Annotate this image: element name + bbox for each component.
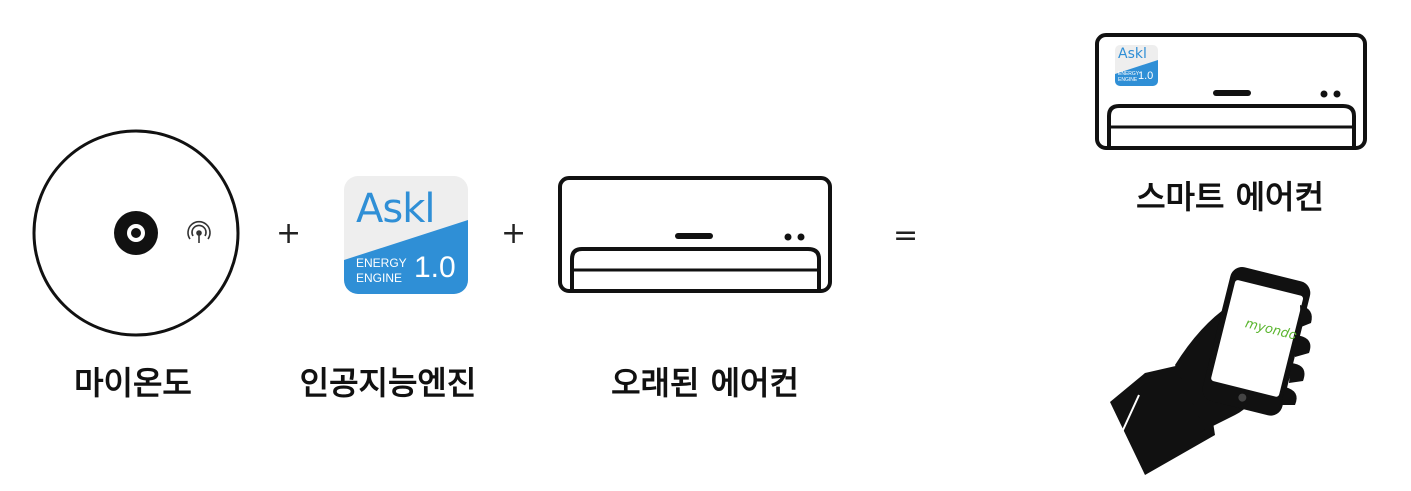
plus-operator: + <box>501 216 527 251</box>
wifi-signal-icon <box>187 220 211 243</box>
smart-air-conditioner-icon <box>1095 33 1367 150</box>
hand-holding-phone-icon: myondo <box>1110 266 1312 475</box>
ai-engine-label: 인공지능엔진 <box>299 364 477 402</box>
smart-aircon-label: 스마트 에어컨 <box>1136 178 1324 216</box>
askl-logo-sub1: ENERGY <box>356 256 407 270</box>
mionedo-label: 마이온도 <box>74 364 192 402</box>
askl-logo-version: 1.0 <box>414 251 456 284</box>
askl-small-logo-text: Askl <box>1118 46 1147 62</box>
askl-logo-text: Askl <box>356 186 435 232</box>
askl-engine-logo-icon: Askl ENERGY ENGINE 1.0 <box>344 176 468 294</box>
mionedo-device-icon <box>32 129 240 337</box>
askl-small-logo-icon: Askl ENERGY ENGINE 1.0 <box>1115 45 1158 86</box>
askl-small-logo-sub1: ENERGY <box>1118 71 1140 77</box>
old-aircon-label: 오래된 에어컨 <box>611 364 799 402</box>
askl-small-logo-version: 1.0 <box>1138 70 1154 82</box>
plus-operator: + <box>276 216 302 251</box>
askl-logo-sub2: ENGINE <box>356 271 403 285</box>
air-conditioner-icon <box>558 176 832 293</box>
equals-operator: = <box>893 218 919 253</box>
askl-small-logo-sub2: ENGINE <box>1118 77 1138 83</box>
